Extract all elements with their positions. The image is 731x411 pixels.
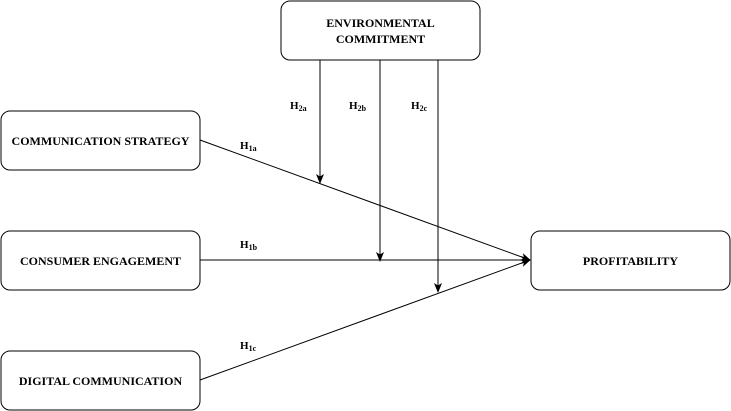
environmental-commitment-node: ENVIRONMENTAL COMMITMENT	[280, 0, 481, 61]
profitability-label: PROFITABILITY	[583, 254, 678, 268]
arrow-h1c	[199, 259, 531, 381]
environmental-commitment-line2: COMMITMENT	[336, 32, 425, 46]
label-h2b: H2b	[349, 100, 367, 113]
digital-communication-label: DIGITAL COMMUNICATION	[19, 374, 183, 388]
digital-communication-node: DIGITAL COMMUNICATION	[0, 350, 201, 411]
environmental-commitment-line1: ENVIRONMENTAL	[326, 16, 434, 30]
arrow-h1a	[199, 139, 531, 261]
communication-strategy-node: COMMUNICATION STRATEGY	[0, 110, 201, 171]
profitability-node: PROFITABILITY	[530, 230, 731, 291]
label-h1a: H1a	[240, 140, 257, 153]
consumer-engagement-label: CONSUMER ENGAGEMENT	[20, 254, 181, 268]
label-h2a: H2a	[290, 100, 307, 113]
consumer-engagement-node: CONSUMER ENGAGEMENT	[0, 230, 201, 291]
label-h2c: H2c	[411, 100, 428, 113]
communication-strategy-label: COMMUNICATION STRATEGY	[12, 134, 190, 148]
label-h1b: H1b	[240, 239, 258, 252]
label-h1c: H1c	[240, 340, 257, 353]
